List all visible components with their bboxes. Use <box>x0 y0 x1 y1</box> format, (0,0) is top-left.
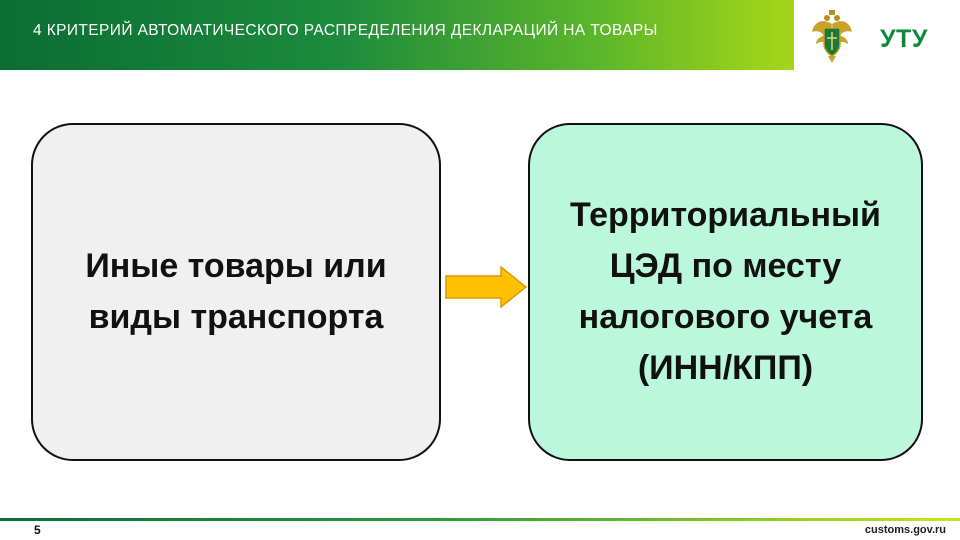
logo-text: УТУ <box>880 25 928 53</box>
target-box-line: налогового учета <box>578 298 873 336</box>
header-bar: 4 КРИТЕРИЙ АВТОМАТИЧЕСКОГО РАСПРЕДЕЛЕНИЯ… <box>0 0 960 70</box>
target-box-line: ЦЭД по месту <box>609 247 842 285</box>
logo-panel: УТУ <box>794 0 960 70</box>
source-box-text: Иные товары или виды транспорта <box>65 241 406 343</box>
source-box-line: виды транспорта <box>88 298 384 336</box>
source-box-line: Иные товары или <box>85 247 387 285</box>
target-box: Территориальный ЦЭД по месту налогового … <box>528 123 923 461</box>
page-number: 5 <box>34 523 41 537</box>
right-arrow-icon <box>445 266 527 308</box>
footer-divider <box>0 518 960 521</box>
customs-emblem-icon <box>812 10 852 63</box>
website-link[interactable]: customs.gov.ru <box>864 524 946 536</box>
slide-title: 4 КРИТЕРИЙ АВТОМАТИЧЕСКОГО РАСПРЕДЕЛЕНИЯ… <box>33 22 658 39</box>
target-box-text: Территориальный ЦЭД по месту налогового … <box>550 190 901 394</box>
source-box: Иные товары или виды транспорта <box>31 123 441 461</box>
target-box-line: (ИНН/КПП) <box>637 349 814 387</box>
target-box-line: Территориальный <box>570 196 881 234</box>
